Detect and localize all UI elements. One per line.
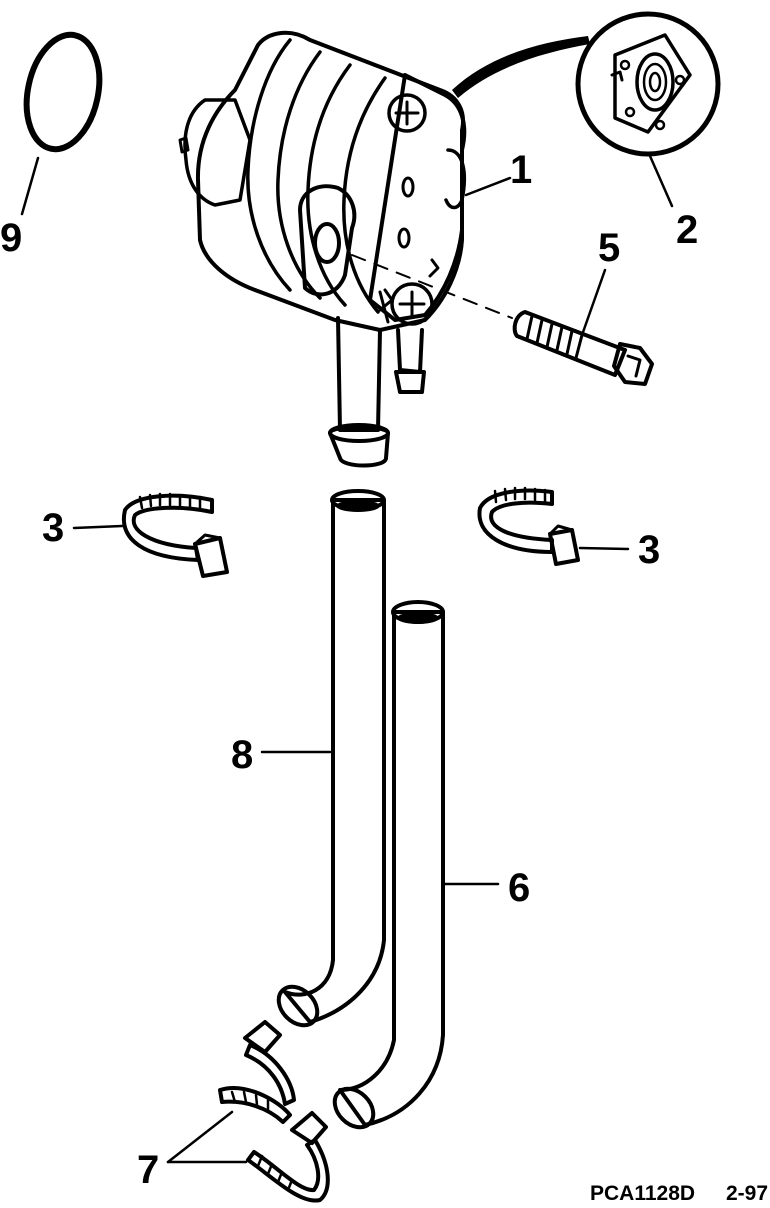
clamp-left <box>121 492 229 578</box>
detail-connector <box>452 36 590 98</box>
mounting-bolt <box>512 310 654 386</box>
callout-9: 9 <box>0 216 23 260</box>
leader-line-5 <box>580 268 607 337</box>
diaphragm-detail-inset <box>575 11 721 157</box>
dashed-alignment-line <box>351 254 513 319</box>
hose-8 <box>276 489 386 1028</box>
callout-5: 5 <box>598 226 621 270</box>
fuel-pump-body <box>178 30 467 468</box>
leader-line-3-right <box>578 546 630 551</box>
o-ring-part <box>23 31 103 153</box>
callout-8: 8 <box>231 733 254 777</box>
callout-1: 1 <box>510 148 533 192</box>
clamp-right <box>477 486 580 566</box>
callout-6: 6 <box>508 866 531 910</box>
leader-line-9 <box>20 156 40 216</box>
callout-3-left: 3 <box>42 506 65 550</box>
hose-6 <box>332 600 445 1130</box>
leader-line-1 <box>464 176 512 197</box>
drawing-date: 2-97 <box>726 1182 769 1205</box>
callout-7: 7 <box>137 1148 160 1192</box>
tie-straps <box>218 1020 330 1203</box>
leader-line-2 <box>648 154 674 208</box>
leader-line-3-left <box>72 524 124 530</box>
callout-2: 2 <box>676 208 699 252</box>
drawing-code: PCA1128D <box>590 1182 696 1205</box>
leader-line-7a <box>166 1110 234 1164</box>
callout-3-right: 3 <box>638 528 661 572</box>
